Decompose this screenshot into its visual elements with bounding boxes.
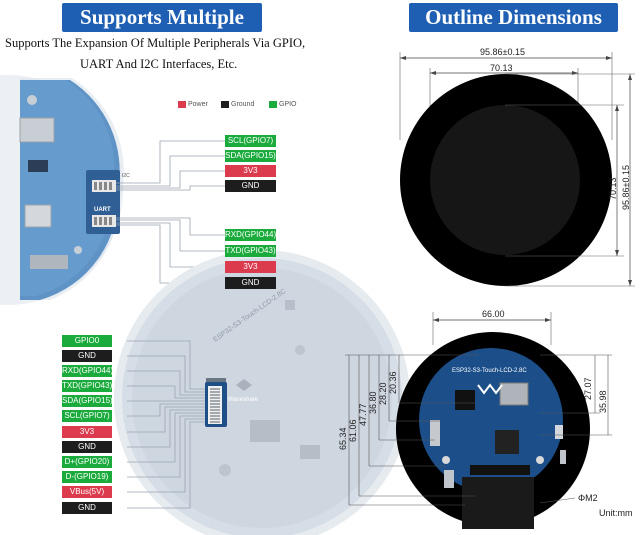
dim-board-width: 66.00 bbox=[482, 309, 505, 319]
outline-dimensions-banner: Outline Dimensions bbox=[409, 3, 618, 32]
dim-left-1: 65.34 bbox=[338, 427, 348, 450]
i2c-pin-scl: SCL(GPIO7) bbox=[225, 135, 276, 147]
top-board-illustration bbox=[0, 75, 124, 305]
header-pin-4: TXD(GPIO43) bbox=[62, 380, 113, 392]
i2c-pin-sda: SDA(GPIO15) bbox=[225, 150, 276, 162]
top-view-drawing bbox=[399, 52, 635, 287]
header-pin-8: GND bbox=[62, 441, 112, 453]
header-pin-9: D+(GPIO20) bbox=[62, 456, 112, 468]
dim-left-2: 61.06 bbox=[348, 419, 358, 442]
uart-pin-txd: TXD(GPIO43) bbox=[225, 245, 276, 257]
header-pin-11: VBus(5V) bbox=[62, 486, 112, 498]
header-pin-2: GND bbox=[62, 350, 112, 362]
uart-connector-label: UART bbox=[94, 207, 111, 213]
legend-power-swatch bbox=[178, 101, 186, 108]
i2c-leader-lines bbox=[116, 140, 225, 191]
i2c-pin-gnd: GND bbox=[225, 180, 276, 192]
bottom-view-drawing: ESP32-S3-Touch-LCD-2.8C bbox=[345, 312, 612, 529]
header-pin-7: 3V3 bbox=[62, 426, 112, 438]
legend-gpio-label: GPIO bbox=[279, 101, 297, 108]
header-leader-lines bbox=[127, 340, 205, 509]
dim-left-6: 20.36 bbox=[388, 371, 398, 394]
dim-outer-width: 95.86±0.15 bbox=[480, 47, 525, 57]
hole-size-label: ΦM2 bbox=[578, 493, 598, 503]
i2c-uart-connectors bbox=[86, 170, 120, 234]
legend-power-label: Power bbox=[188, 101, 208, 108]
header-pin-5: SDA(GPIO15) bbox=[62, 395, 113, 407]
legend-ground-swatch bbox=[221, 101, 229, 108]
dim-inner-width: 70.13 bbox=[490, 63, 513, 73]
subtitle-line-1: Supports The Expansion Of Multiple Perip… bbox=[5, 36, 306, 50]
uart-pin-rxd: RXD(GPIO44) bbox=[225, 229, 277, 241]
dim-right-2: 35.98 bbox=[598, 390, 608, 413]
dim-inner-height: 70.13 bbox=[608, 177, 618, 200]
header-pin-1: GPIO0 bbox=[62, 335, 112, 347]
header-pin-6: SCL(GPIO7) bbox=[62, 410, 112, 422]
header-pin-10: D-(GPIO19) bbox=[62, 471, 112, 483]
header-pin-3: RXD(GPIO44) bbox=[62, 365, 114, 377]
dim-left-3: 47.77 bbox=[358, 403, 368, 426]
legend-gpio-swatch bbox=[269, 101, 277, 108]
legend-ground-label: Ground bbox=[231, 101, 255, 108]
bottom-board-model-text: ESP32-S3-Touch-LCD-2.8C bbox=[452, 368, 527, 374]
dim-left-5: 28.20 bbox=[378, 382, 388, 405]
uart-pin-gnd: GND bbox=[225, 277, 276, 289]
uart-pin-3v3: 3V3 bbox=[225, 261, 276, 273]
dim-outer-height: 95.86±0.15 bbox=[621, 165, 631, 210]
dim-left-4: 36.80 bbox=[368, 391, 378, 414]
i2c-connector-label: I2C bbox=[122, 173, 130, 179]
supports-multiple-banner: Supports Multiple bbox=[62, 3, 262, 32]
brand-logo-text: Waveshare bbox=[228, 397, 259, 403]
subtitle-line-2: UART And I2C Interfaces, Etc. bbox=[80, 57, 238, 71]
bottom-board-illustration: ESP32-S3-Touch-LCD-2.8C bbox=[114, 250, 410, 535]
i2c-pin-3v3: 3V3 bbox=[225, 165, 276, 177]
unit-label: Unit:mm bbox=[599, 508, 633, 518]
dim-right-1: 27.07 bbox=[583, 377, 593, 400]
header-pin-12: GND bbox=[62, 502, 112, 514]
